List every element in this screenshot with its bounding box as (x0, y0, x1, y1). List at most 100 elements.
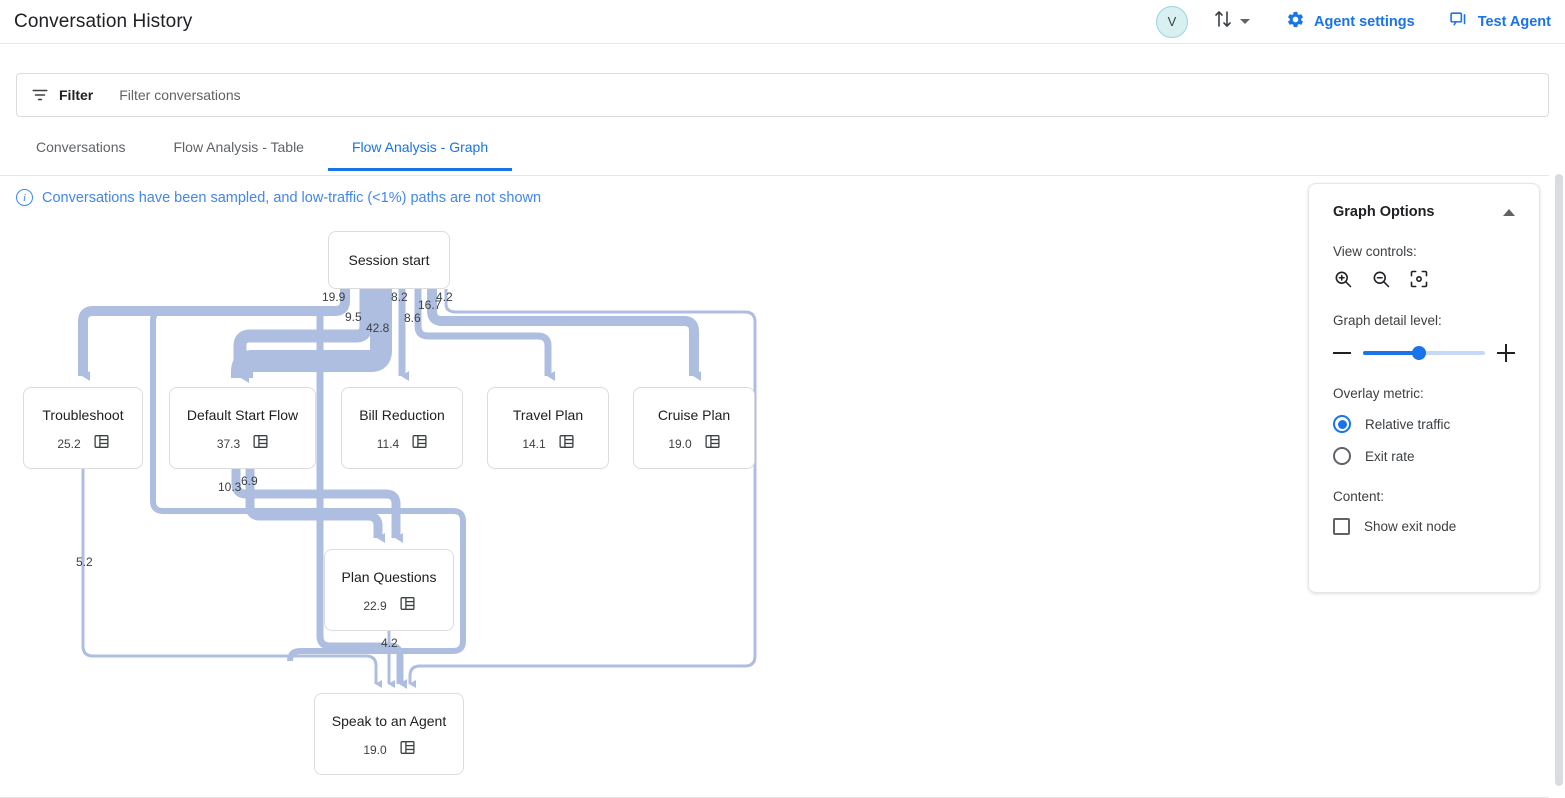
tab-conversations[interactable]: Conversations (36, 139, 126, 155)
node-metric: 22.9 (363, 596, 415, 616)
view-controls (1333, 269, 1515, 289)
minus-icon[interactable] (1333, 344, 1351, 362)
flow-graph-canvas[interactable]: Session start Troubleshoot 25.2 Default … (0, 216, 1549, 786)
tab-flow-analysis-graph[interactable]: Flow Analysis - Graph (327, 134, 513, 171)
edge-label: 8.2 (391, 290, 408, 304)
edge-label: 4.2 (381, 636, 398, 650)
zoom-out-icon[interactable] (1371, 269, 1391, 289)
filter-conversations-input[interactable] (117, 86, 538, 104)
graph-options-header: Graph Options (1333, 204, 1515, 220)
graph-node-bill-reduction[interactable]: Bill Reduction 11.4 (341, 387, 463, 469)
radio-label: Relative traffic (1365, 416, 1451, 432)
filter-icon (31, 86, 49, 104)
node-metric: 25.2 (57, 434, 109, 454)
info-icon: i (16, 189, 33, 206)
tab-bar: Conversations Flow Analysis - Table Flow… (0, 134, 1549, 176)
chevron-up-icon[interactable] (1503, 208, 1515, 216)
checkbox[interactable] (1333, 518, 1350, 535)
graph-node-session-start[interactable]: Session start (328, 231, 450, 289)
node-label: Travel Plan (512, 407, 584, 423)
edge-label: 4.2 (436, 290, 453, 304)
fit-to-screen-icon[interactable] (1409, 269, 1429, 289)
node-label: Speak to an Agent (331, 713, 447, 729)
graph-node-speak-to-an-agent[interactable]: Speak to an Agent 19.0 (314, 693, 464, 775)
flow-graph-edges (78, 289, 757, 689)
graph-node-troubleshoot[interactable]: Troubleshoot 25.2 (23, 387, 143, 469)
node-value: 22.9 (363, 599, 387, 613)
chat-bubble-icon (1449, 10, 1469, 33)
radio-relative-traffic[interactable]: Relative traffic (1333, 415, 1515, 433)
table-view-icon[interactable] (400, 596, 415, 616)
agent-settings-button[interactable]: Agent settings (1286, 10, 1415, 33)
edge-label: 10.3 (218, 480, 242, 494)
page-scrollbar[interactable] (1553, 170, 1565, 798)
agent-settings-label: Agent settings (1313, 13, 1415, 30)
slider-thumb[interactable] (1412, 346, 1427, 360)
test-agent-button[interactable]: Test Agent (1449, 10, 1551, 33)
edge-label: 19.9 (322, 290, 346, 304)
view-controls-label: View controls: (1333, 244, 1417, 259)
radio-button[interactable] (1333, 415, 1351, 433)
scrollbar-thumb[interactable] (1555, 174, 1563, 786)
node-label: Default Start Flow (186, 407, 299, 423)
node-label: Troubleshoot (42, 407, 124, 423)
edge-label: 16.7 (418, 298, 442, 312)
checkbox-label: Show exit node (1364, 519, 1457, 534)
graph-node-plan-questions[interactable]: Plan Questions 22.9 (324, 549, 454, 631)
graph-node-default-start-flow[interactable]: Default Start Flow 37.3 (169, 387, 316, 469)
edge-label: 8.6 (404, 311, 421, 325)
node-value: 25.2 (57, 437, 81, 451)
detail-level-control (1333, 344, 1515, 362)
node-value: 19.0 (668, 437, 692, 451)
edge-label: 6.9 (241, 474, 258, 488)
graph-node-cruise-plan[interactable]: Cruise Plan 19.0 (633, 387, 755, 469)
node-value: 19.0 (363, 743, 387, 757)
table-view-icon[interactable] (253, 434, 268, 454)
detail-level-slider[interactable] (1363, 346, 1485, 360)
table-view-icon[interactable] (400, 740, 415, 760)
table-view-icon[interactable] (94, 434, 109, 454)
gear-icon (1286, 10, 1305, 33)
graph-node-travel-plan[interactable]: Travel Plan 14.1 (487, 387, 609, 469)
table-view-icon[interactable] (559, 434, 574, 454)
sampling-info-text: Conversations have been sampled, and low… (42, 189, 542, 206)
sort-order-control[interactable] (1214, 9, 1250, 34)
node-label: Session start (348, 252, 430, 268)
checkbox-show-exit-node[interactable]: Show exit node (1333, 518, 1515, 535)
header-actions: V Agent settings (1155, 0, 1565, 44)
graph-options-title: Graph Options (1333, 204, 1435, 220)
node-value: 11.4 (376, 437, 400, 451)
sort-arrows-icon (1214, 9, 1232, 34)
node-label: Plan Questions (341, 569, 437, 585)
filter-label: Filter (59, 87, 94, 103)
detail-level-label: Graph detail level: (1333, 313, 1442, 328)
node-metric: 37.3 (217, 434, 268, 454)
table-view-icon[interactable] (412, 434, 427, 454)
node-label: Bill Reduction (359, 407, 445, 423)
app-header: Conversation History V Agen (0, 0, 1565, 44)
slider-fill (1363, 351, 1420, 355)
edge-label: 5.2 (76, 555, 93, 569)
avatar-initial: V (1167, 14, 1177, 29)
avatar[interactable]: V (1155, 5, 1188, 38)
test-agent-label: Test Agent (1477, 13, 1551, 30)
content-label: Content: (1333, 489, 1385, 504)
radio-exit-rate[interactable]: Exit rate (1333, 447, 1515, 465)
overlay-metric-label: Overlay metric: (1333, 386, 1424, 401)
node-label: Cruise Plan (657, 407, 731, 423)
node-value: 37.3 (216, 437, 241, 451)
node-value: 14.1 (522, 437, 546, 451)
edge-label: 9.5 (345, 310, 362, 324)
plus-icon[interactable] (1497, 344, 1515, 362)
graph-options-panel: Graph Options View controls: (1308, 183, 1540, 593)
tab-flow-analysis-table[interactable]: Flow Analysis - Table (173, 139, 304, 155)
radio-label: Exit rate (1365, 448, 1415, 464)
zoom-in-icon[interactable] (1333, 269, 1353, 289)
node-metric: 19.0 (363, 740, 415, 760)
page-title: Conversation History (14, 10, 193, 32)
node-metric: 11.4 (377, 434, 427, 454)
radio-button[interactable] (1333, 447, 1351, 465)
table-view-icon[interactable] (705, 434, 720, 454)
node-metric: 14.1 (522, 434, 574, 454)
edge-label: 42.8 (366, 321, 390, 335)
